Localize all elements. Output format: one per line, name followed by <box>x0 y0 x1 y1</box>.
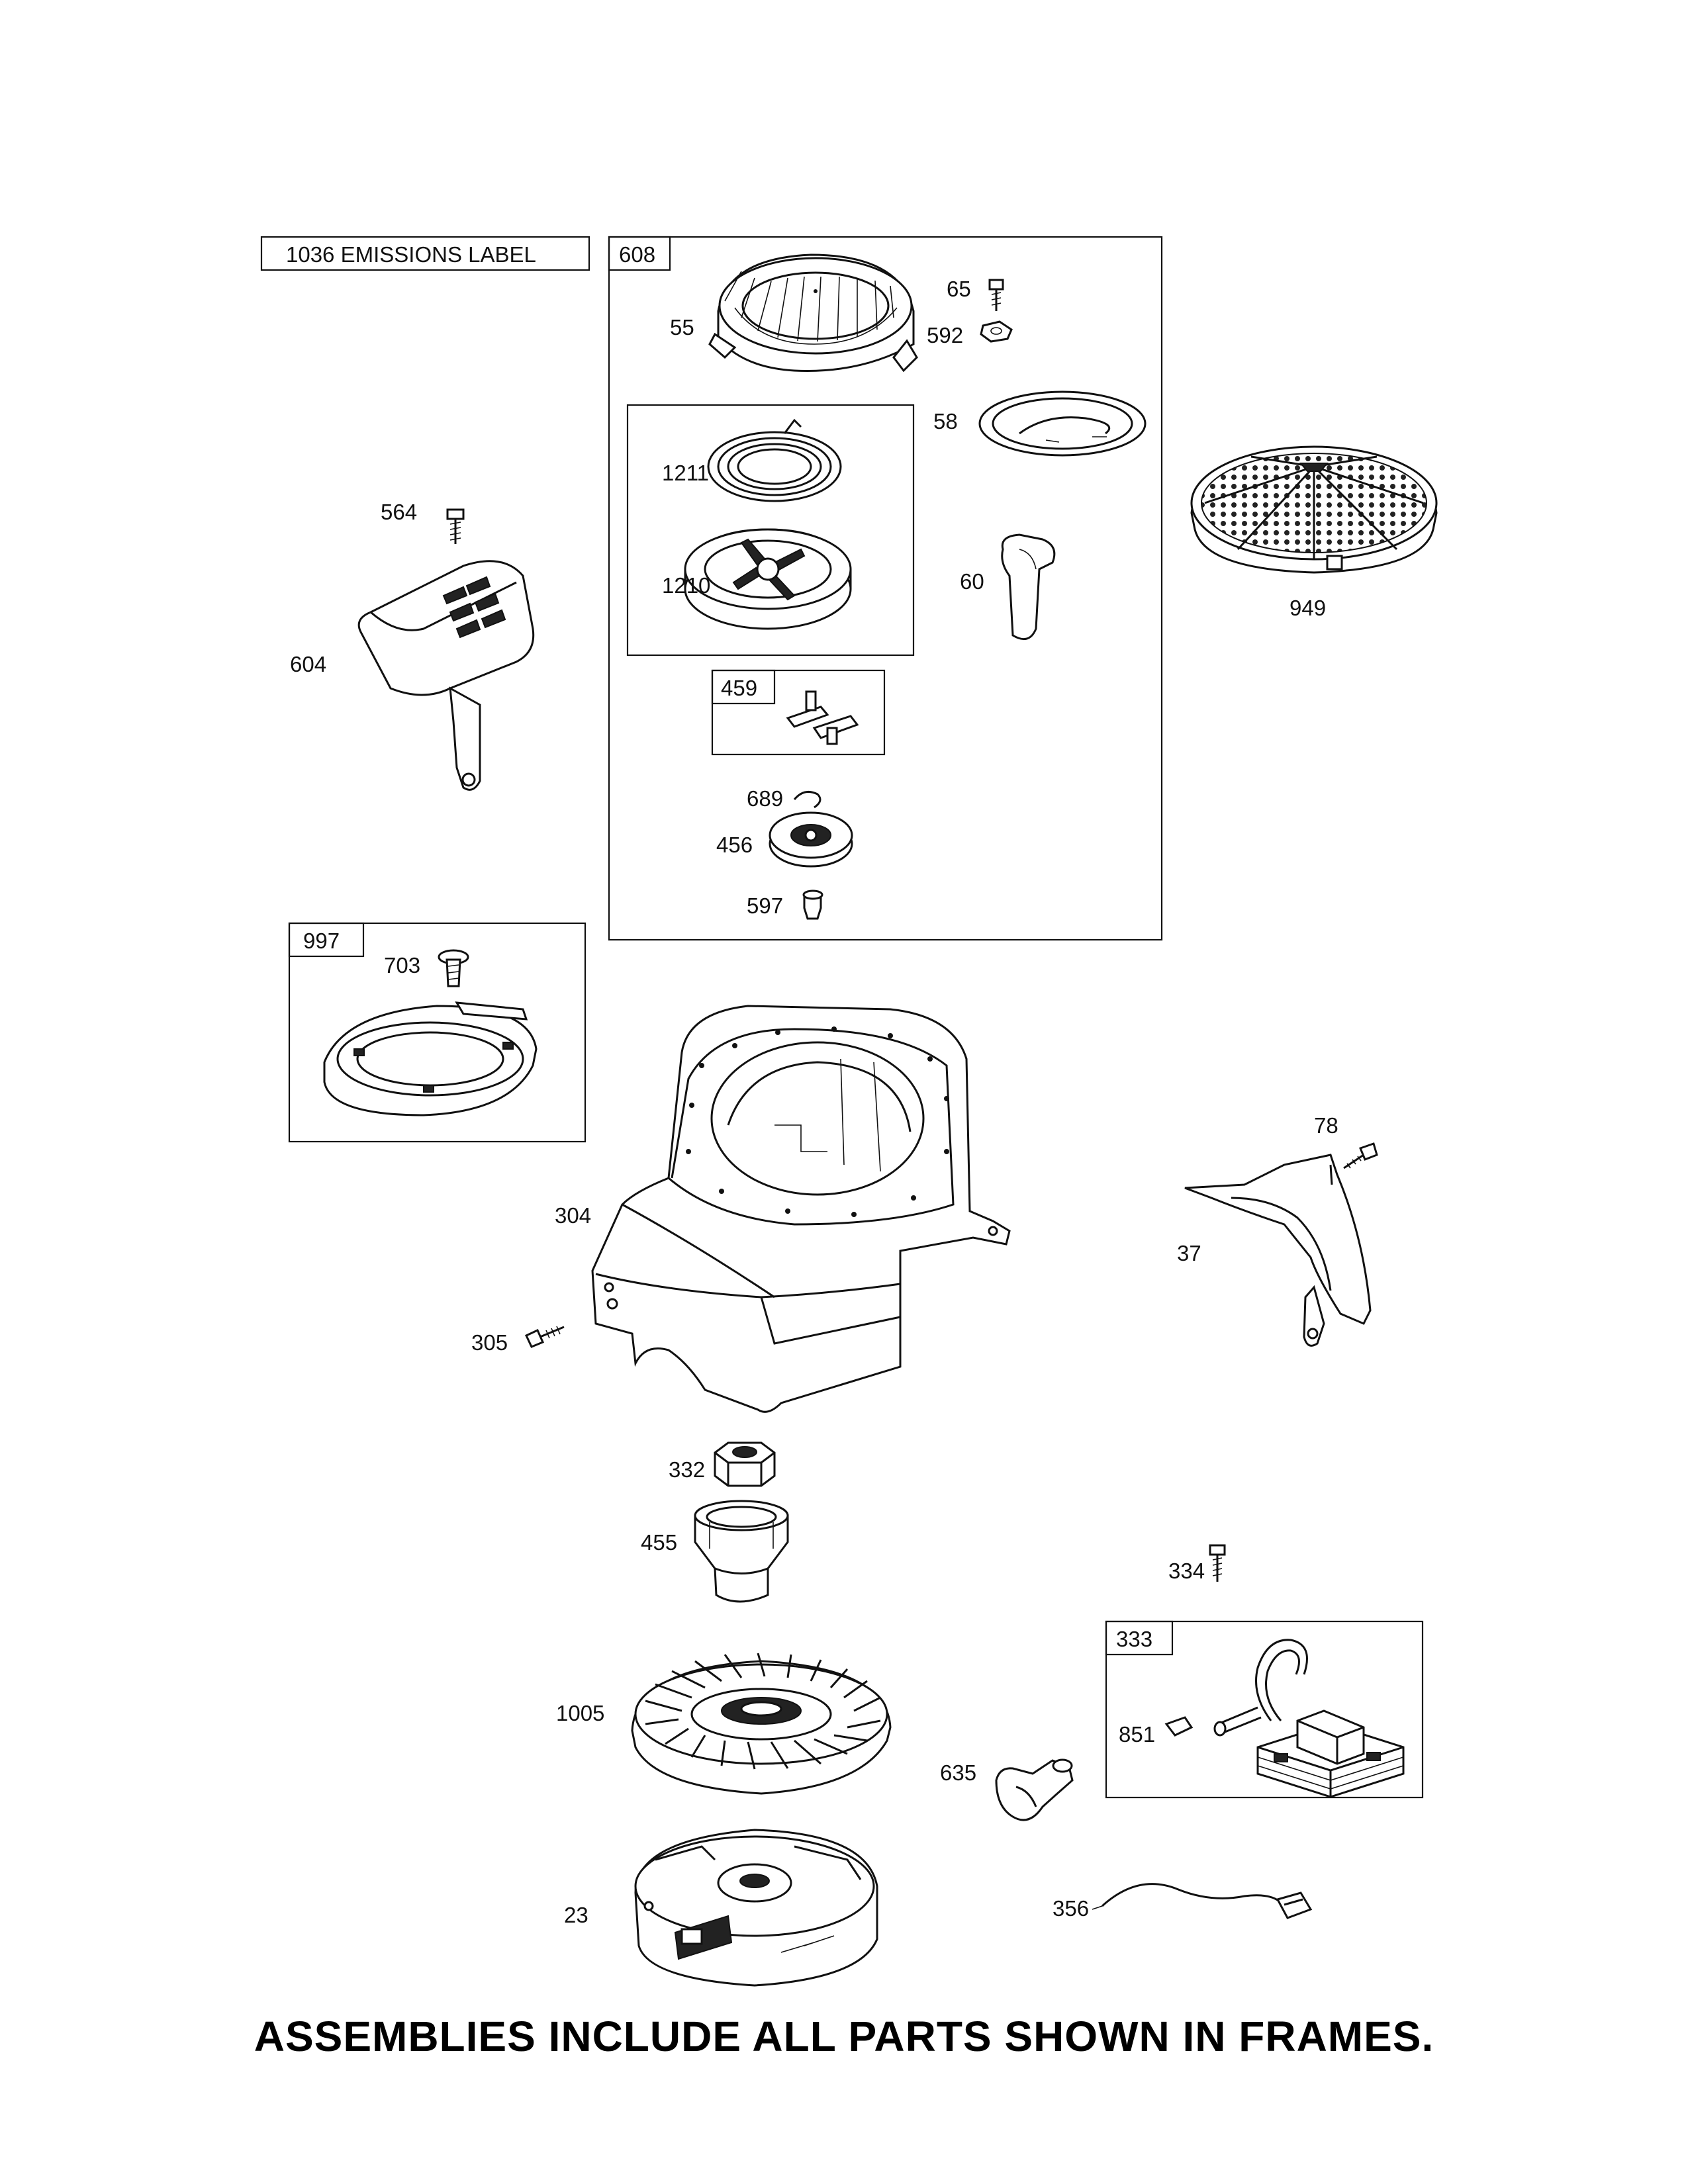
handle-60-drawing <box>1001 533 1056 641</box>
muffler-guard-604-drawing <box>357 560 535 791</box>
part-label-592: 592 <box>927 323 963 347</box>
frame-997: 997 <box>288 922 586 1143</box>
retainer-456-drawing <box>769 811 853 868</box>
emissions-label-text: 1036 EMISSIONS LABEL <box>286 242 536 267</box>
starter-housing-drawing <box>708 253 918 373</box>
frame-emissions-label: 1036 EMISSIONS LABEL <box>260 236 590 271</box>
part-label-332: 332 <box>669 1457 705 1482</box>
assemblies-footer-note: ASSEMBLIES INCLUDE ALL PARTS SHOWN IN FR… <box>254 2013 1434 2060</box>
part-label-456: 456 <box>716 833 753 857</box>
rope-58-drawing <box>978 390 1147 457</box>
part-label-1210: 1210 <box>662 573 710 598</box>
clip-689-drawing <box>793 790 821 809</box>
frame-608-label: 608 <box>619 242 655 267</box>
screw-703-drawing <box>438 949 469 987</box>
part-label-55: 55 <box>670 315 694 340</box>
frame-333-label: 333 <box>1116 1627 1152 1651</box>
part-label-604: 604 <box>290 652 326 676</box>
nut-592-drawing <box>980 320 1013 343</box>
screw-334-drawing <box>1209 1544 1226 1582</box>
part-label-356: 356 <box>1053 1896 1089 1921</box>
part-label-949: 949 <box>1289 596 1326 620</box>
ground-wire-356-drawing <box>1092 1883 1313 1919</box>
frame-333: 333 <box>1105 1620 1424 1799</box>
part-label-334: 334 <box>1168 1559 1205 1583</box>
frame-459: 459 <box>711 669 886 756</box>
part-label-689: 689 <box>747 786 783 811</box>
blower-housing-304-drawing <box>591 1005 1011 1413</box>
screw-78-drawing <box>1343 1142 1378 1169</box>
part-label-23: 23 <box>564 1903 588 1927</box>
part-label-635: 635 <box>940 1760 976 1785</box>
frame-rewind-spring <box>626 404 915 657</box>
starter-cup-455-drawing <box>694 1500 789 1603</box>
screw-597-drawing <box>802 889 823 920</box>
ring-997-drawing <box>323 1001 538 1116</box>
air-guide-37-drawing <box>1184 1154 1372 1347</box>
armature-333-drawing <box>1213 1639 1405 1798</box>
part-label-564: 564 <box>381 500 417 524</box>
part-label-1005: 1005 <box>556 1701 604 1725</box>
frame-608: 608 <box>608 236 1163 941</box>
screw-65-drawing <box>988 279 1004 311</box>
screen-949-drawing <box>1190 445 1438 574</box>
spring-1211-drawing <box>707 418 842 502</box>
screw-564-drawing <box>446 508 465 544</box>
part-label-305: 305 <box>471 1330 508 1355</box>
part-label-597: 597 <box>747 893 783 918</box>
part-label-78: 78 <box>1314 1113 1338 1138</box>
part-label-58: 58 <box>933 409 958 433</box>
part-label-455: 455 <box>641 1530 677 1555</box>
fan-1005-drawing <box>631 1653 892 1795</box>
boot-635-drawing <box>995 1758 1074 1821</box>
nut-332-drawing <box>714 1441 776 1487</box>
part-label-37: 37 <box>1177 1241 1201 1265</box>
frame-459-label: 459 <box>721 676 757 700</box>
spark-plug-cap-851-drawing <box>1164 1716 1194 1737</box>
screw-305-drawing <box>525 1326 565 1348</box>
flywheel-23-drawing <box>634 1829 878 1987</box>
pawls-459-drawing <box>786 690 859 745</box>
part-label-60: 60 <box>960 569 984 594</box>
part-label-851: 851 <box>1119 1722 1155 1747</box>
part-label-1211: 1211 <box>662 461 709 485</box>
part-label-703: 703 <box>384 953 420 978</box>
part-label-65: 65 <box>947 277 971 301</box>
pulley-1210-drawing <box>684 528 852 630</box>
frame-997-label: 997 <box>303 929 340 953</box>
part-label-304: 304 <box>555 1203 591 1228</box>
